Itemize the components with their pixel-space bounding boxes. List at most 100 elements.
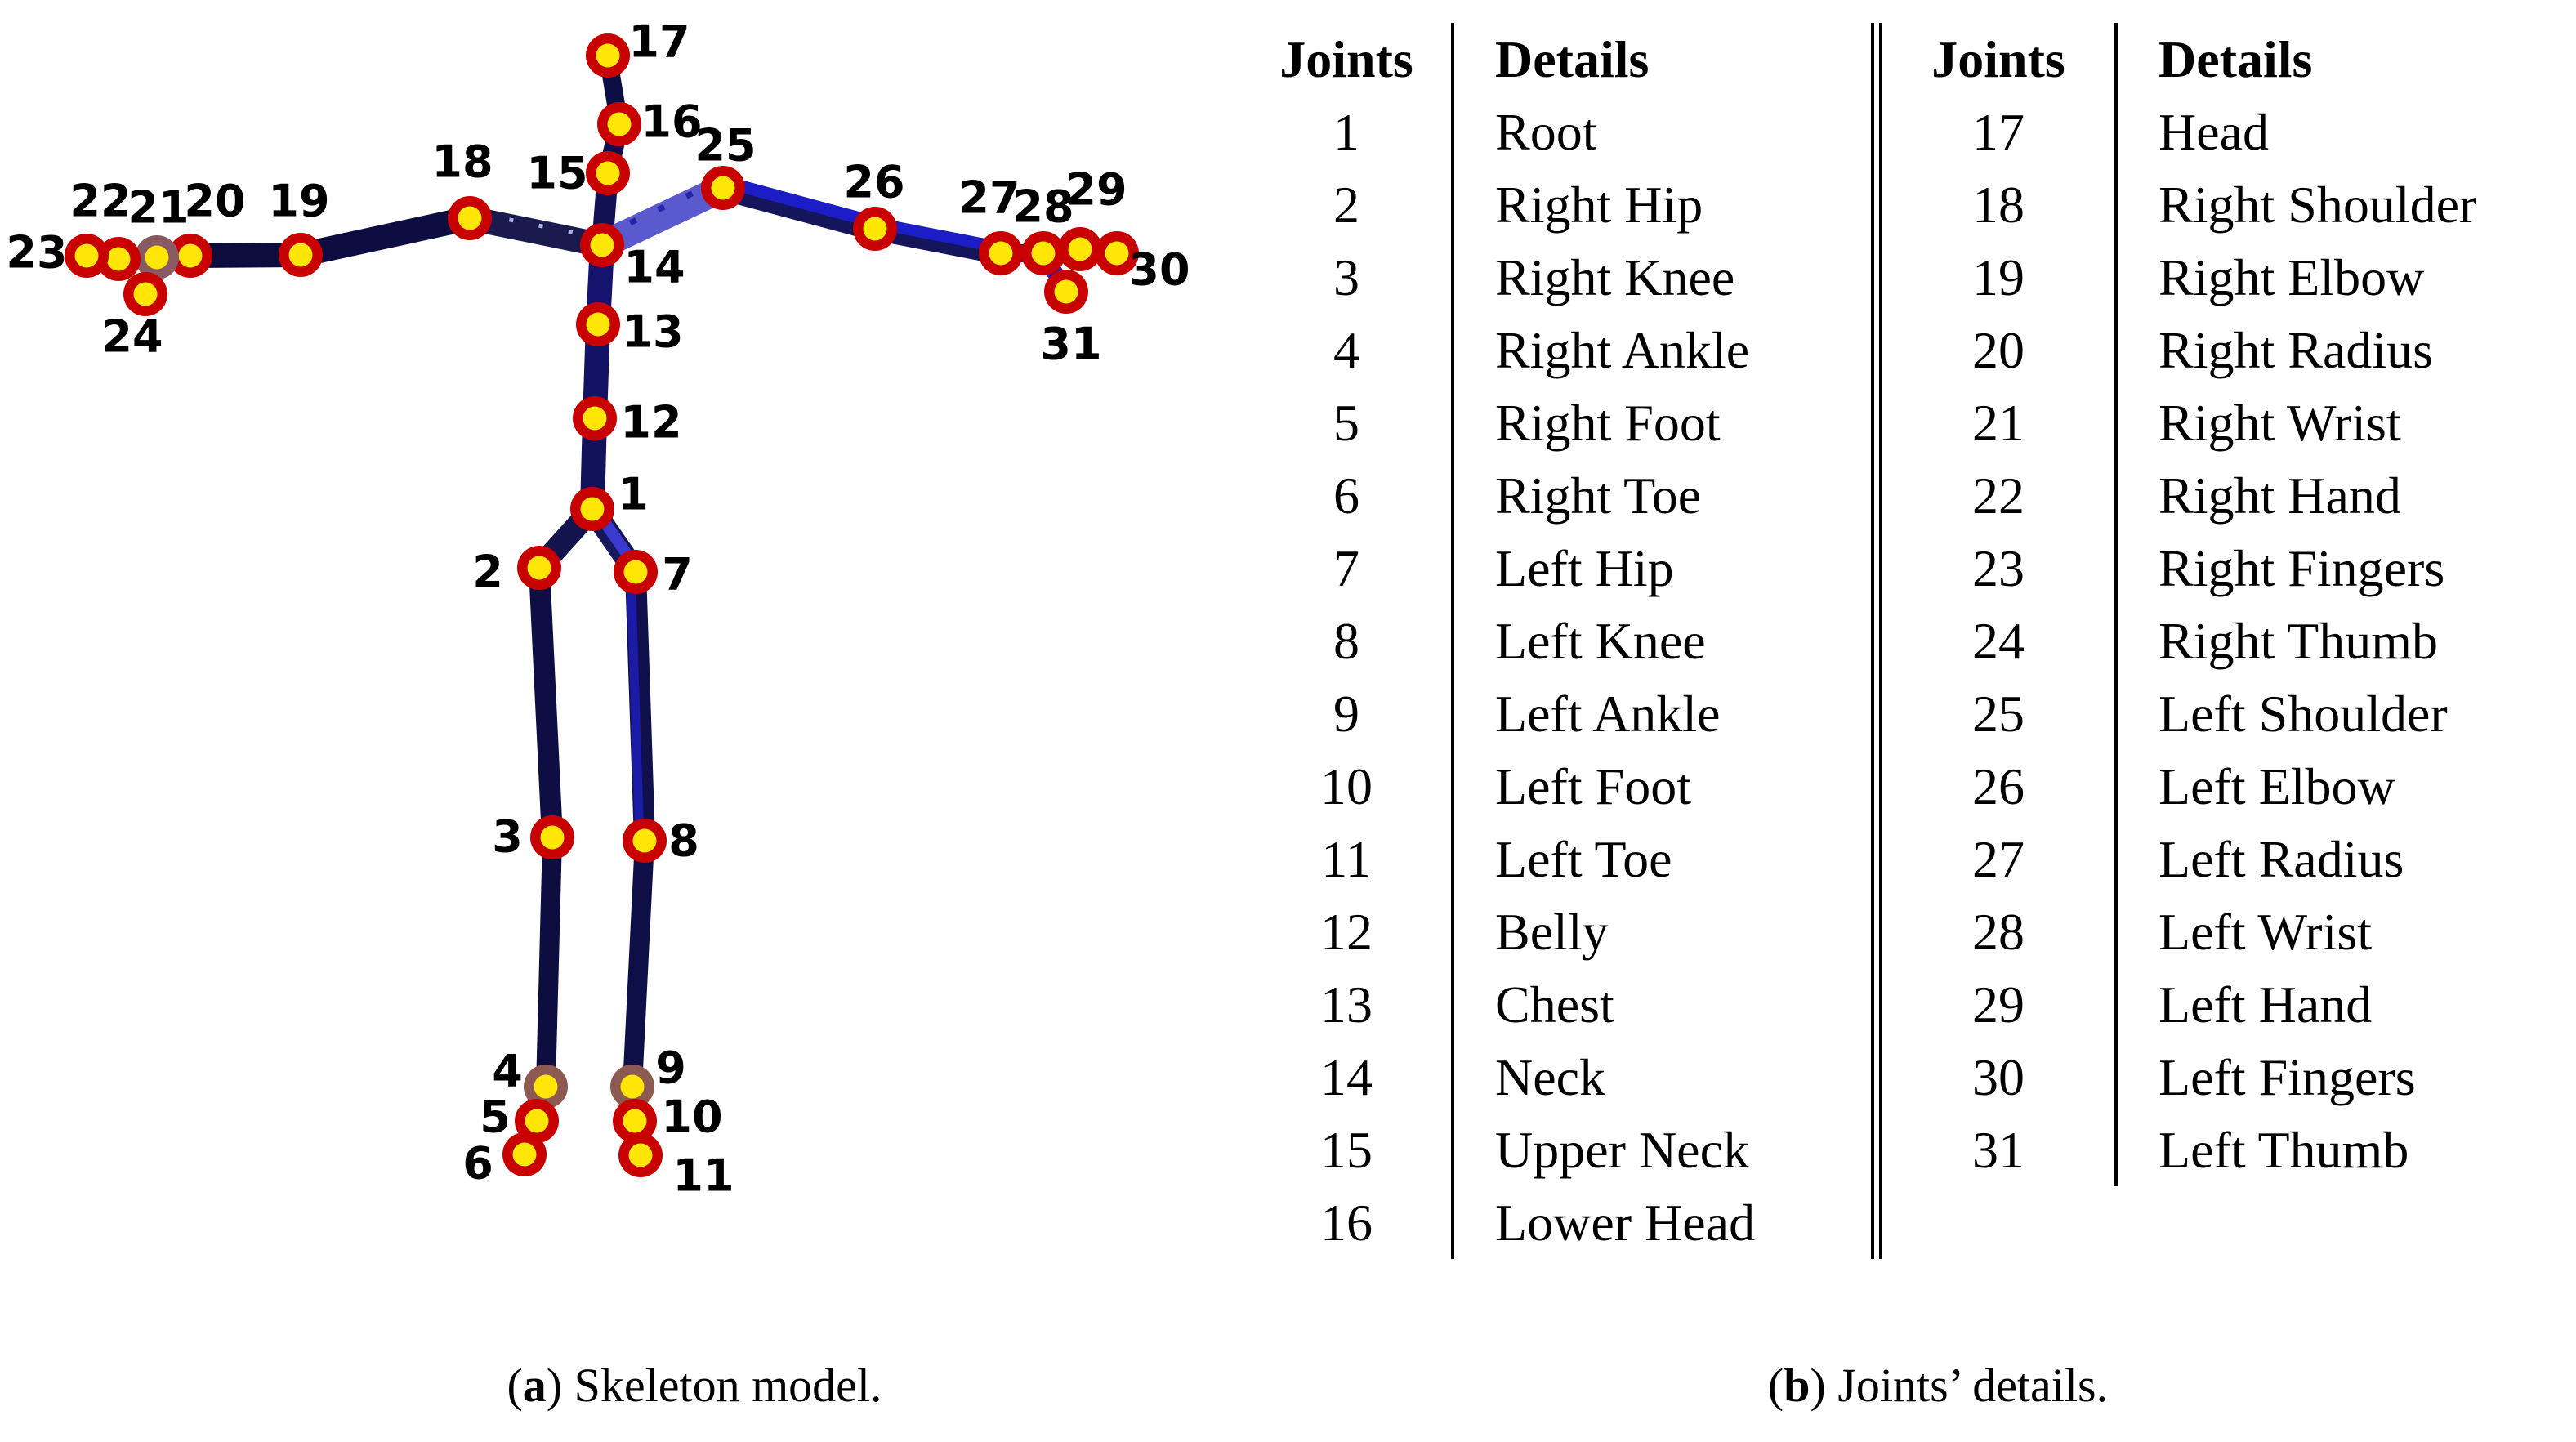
joint-core-1 bbox=[580, 497, 605, 521]
bone-18-19 bbox=[297, 206, 473, 267]
details-header: Details bbox=[1451, 23, 1871, 96]
bone-7-8 bbox=[626, 571, 645, 842]
joint-detail: Upper Neck bbox=[1451, 1114, 1871, 1186]
joint-number: 18 bbox=[1972, 176, 2025, 234]
caption-b-letter: b bbox=[1784, 1359, 1810, 1412]
joint-number: 30 bbox=[1972, 1048, 2025, 1106]
joint-label-20: 20 bbox=[184, 176, 245, 227]
bone-2-3 bbox=[529, 567, 563, 838]
joint-core-14 bbox=[590, 233, 614, 257]
joint-label-4: 4 bbox=[492, 1046, 523, 1097]
bone-14-25 bbox=[596, 175, 730, 258]
joint-number: 9 bbox=[1333, 685, 1359, 743]
joint-number: 19 bbox=[1972, 248, 2025, 306]
joint-number: 8 bbox=[1333, 612, 1359, 670]
joint-number: 15 bbox=[1320, 1121, 1373, 1179]
joint-label-8: 8 bbox=[668, 815, 699, 867]
joint-core-5 bbox=[525, 1109, 549, 1133]
joint-detail: Right Foot bbox=[1451, 386, 1871, 459]
joint-label-24: 24 bbox=[101, 311, 163, 363]
joint-detail: Left Radius bbox=[2114, 823, 2572, 895]
table-header-row: Joints Details bbox=[1242, 23, 1871, 96]
joint-label-23: 23 bbox=[6, 227, 67, 279]
joint-core-2 bbox=[527, 556, 551, 580]
bone-3-4 bbox=[536, 837, 562, 1087]
joint-core-16 bbox=[607, 112, 632, 136]
joint-detail: Right Elbow bbox=[2114, 241, 2572, 314]
joint-core-21 bbox=[145, 245, 169, 270]
joint-core-15 bbox=[596, 161, 620, 185]
joints-header: Joints bbox=[1931, 30, 2065, 88]
joint-detail: Right Toe bbox=[1451, 459, 1871, 532]
joint-detail: Right Hip bbox=[1451, 168, 1871, 241]
joint-core-26 bbox=[863, 217, 887, 241]
joint-detail: Left Elbow bbox=[2114, 750, 2572, 823]
joint-number: 13 bbox=[1320, 975, 1373, 1034]
joint-label-15: 15 bbox=[526, 148, 587, 199]
joint-label-27: 27 bbox=[958, 172, 1020, 224]
joint-detail: Left Wrist bbox=[2114, 895, 2572, 968]
joint-label-13: 13 bbox=[622, 306, 683, 358]
table-row: 19 Right Elbow bbox=[1882, 241, 2572, 314]
joint-number: 6 bbox=[1333, 467, 1359, 525]
caption-b: (b) Joints’ details. bbox=[1448, 1358, 2428, 1413]
joint-number: 23 bbox=[1972, 539, 2025, 597]
joint-number: 1 bbox=[1333, 103, 1359, 161]
joint-detail: Left Shoulder bbox=[2114, 677, 2572, 750]
bone-14-25 bbox=[600, 176, 725, 239]
joint-label-18: 18 bbox=[431, 136, 493, 188]
joint-label-19: 19 bbox=[268, 176, 329, 227]
joint-number: 20 bbox=[1972, 321, 2025, 379]
joint-label-16: 16 bbox=[641, 96, 702, 148]
joint-detail: Right Knee bbox=[1451, 241, 1871, 314]
joint-detail: Right Shoulder bbox=[2114, 168, 2572, 241]
joint-label-25: 25 bbox=[694, 120, 756, 172]
caption-b-text: Joints’ details. bbox=[1825, 1359, 2109, 1412]
joint-label-5: 5 bbox=[480, 1092, 511, 1143]
joint-label-28: 28 bbox=[1012, 181, 1074, 233]
joint-number: 16 bbox=[1320, 1194, 1373, 1252]
joint-core-29 bbox=[1068, 237, 1092, 261]
joint-label-11: 11 bbox=[672, 1150, 734, 1202]
joint-core-23 bbox=[74, 243, 99, 268]
joint-core-27 bbox=[989, 241, 1013, 266]
joint-core-12 bbox=[583, 406, 607, 431]
table-row: 5 Right Foot bbox=[1242, 386, 1871, 459]
bone-7-8 bbox=[625, 571, 655, 842]
joint-detail: Left Thumb bbox=[2114, 1114, 2572, 1186]
joint-core-7 bbox=[623, 560, 648, 584]
bone-25-26 bbox=[720, 176, 878, 241]
joint-number: 5 bbox=[1333, 394, 1359, 452]
table-row: 25 Left Shoulder bbox=[1882, 677, 2572, 750]
joint-core-10 bbox=[623, 1109, 647, 1133]
joint-core-9 bbox=[620, 1074, 645, 1099]
joint-number: 25 bbox=[1972, 685, 2025, 743]
joint-label-9: 9 bbox=[655, 1042, 686, 1094]
joint-detail: Neck bbox=[1451, 1041, 1871, 1114]
joint-detail: Left Ankle bbox=[1451, 677, 1871, 750]
joint-core-13 bbox=[586, 312, 610, 337]
caption-a-text: Skeleton model. bbox=[562, 1359, 882, 1412]
table-header-row: Joints Details bbox=[1882, 23, 2572, 96]
joint-number: 11 bbox=[1321, 830, 1372, 888]
details-header: Details bbox=[2114, 23, 2572, 96]
joint-number: 22 bbox=[1972, 467, 2025, 525]
joint-label-30: 30 bbox=[1128, 244, 1190, 296]
joint-core-6 bbox=[512, 1142, 537, 1167]
joint-label-22: 22 bbox=[69, 176, 131, 227]
joint-number: 28 bbox=[1972, 903, 2025, 961]
joint-core-31 bbox=[1054, 279, 1078, 304]
bone-8-9 bbox=[623, 840, 654, 1087]
